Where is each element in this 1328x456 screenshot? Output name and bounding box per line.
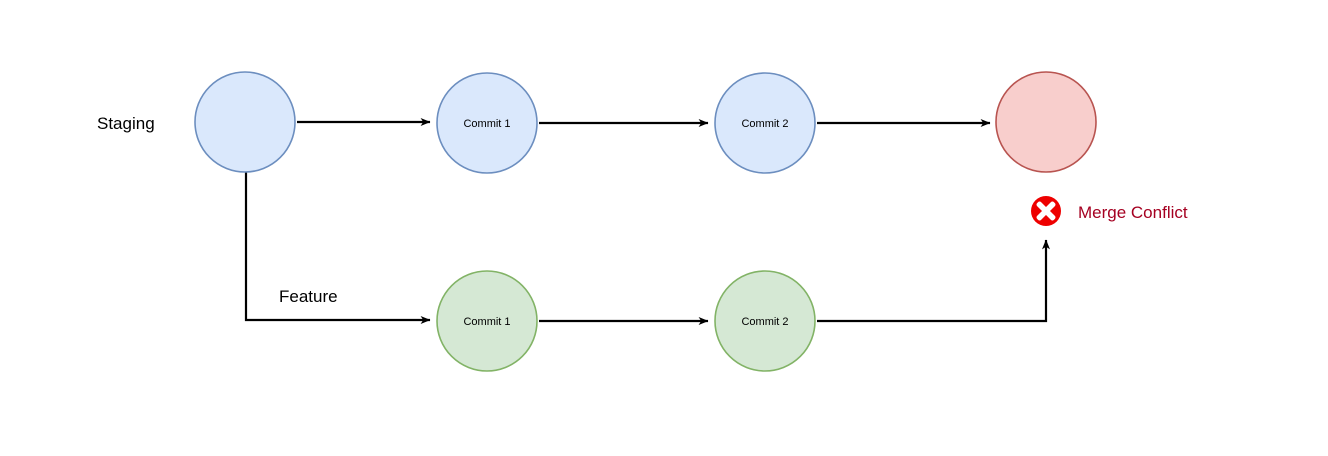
nodes-group: Commit 1 Commit 2 Commit 1 Commit 2 bbox=[194, 71, 1097, 372]
node-circle[interactable] bbox=[714, 72, 816, 174]
merge-conflict-label: Merge Conflict bbox=[1078, 203, 1188, 222]
branch-labels-group: Staging Feature bbox=[97, 114, 338, 306]
node-text: Commit 2 bbox=[741, 316, 788, 328]
node-circle[interactable] bbox=[436, 270, 538, 372]
branch-label-feature: Feature bbox=[279, 287, 338, 306]
node-staging-commit-2[interactable]: Commit 2 bbox=[714, 72, 816, 174]
node-circle[interactable] bbox=[436, 72, 538, 174]
merge-conflict-callout[interactable]: Merge Conflict bbox=[1031, 196, 1188, 226]
node-circle[interactable] bbox=[194, 71, 296, 173]
node-staging-root[interactable] bbox=[194, 71, 296, 173]
node-circle[interactable] bbox=[714, 270, 816, 372]
node-staging-commit-1[interactable]: Commit 1 bbox=[436, 72, 538, 174]
node-text: Commit 1 bbox=[463, 316, 510, 328]
error-x-icon[interactable] bbox=[1031, 196, 1061, 226]
node-circle[interactable] bbox=[995, 71, 1097, 173]
node-merge-target[interactable] bbox=[995, 71, 1097, 173]
edges-group bbox=[244, 118, 1050, 325]
branch-label-staging: Staging bbox=[97, 114, 155, 133]
node-text: Commit 2 bbox=[741, 118, 788, 130]
edge-feature-commit2-to-conflict bbox=[817, 239, 1050, 323]
node-text: Commit 1 bbox=[463, 118, 510, 130]
node-feature-commit-2[interactable]: Commit 2 bbox=[714, 270, 816, 372]
error-x-icon-glyph bbox=[1036, 201, 1056, 221]
node-feature-commit-1[interactable]: Commit 1 bbox=[436, 270, 538, 372]
edge-staging-root-to-feature-branch bbox=[244, 172, 431, 324]
